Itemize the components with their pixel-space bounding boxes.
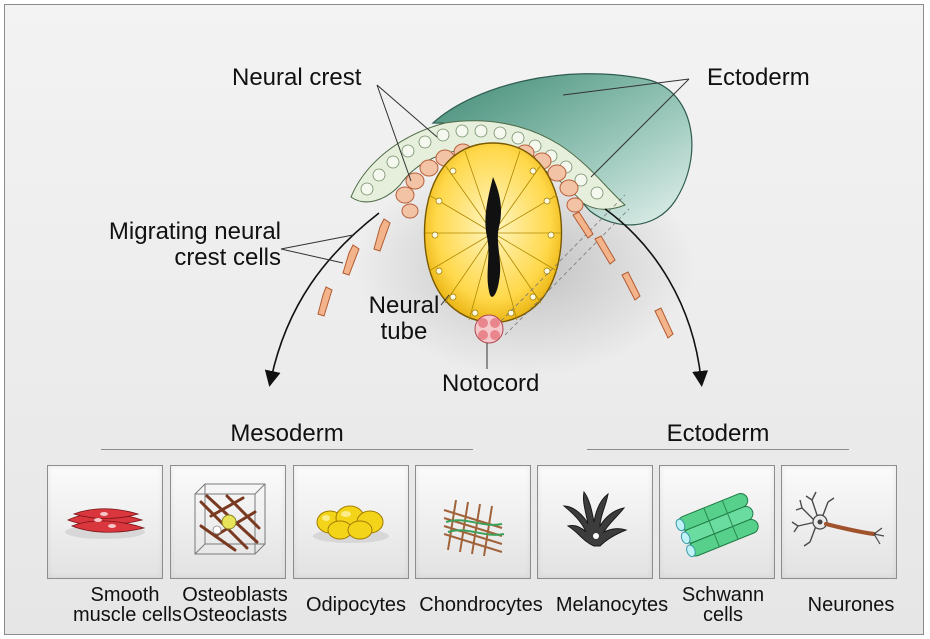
notocord — [475, 315, 503, 343]
caption-chondrocytes: Chondrocytes — [413, 595, 549, 616]
caption-osteoclasts: Osteoclasts — [177, 605, 293, 626]
label-migrating-line2: crest cells — [75, 245, 281, 271]
schwann-cell-icon — [660, 466, 774, 578]
caption-schwann-line1: Schwann — [673, 585, 773, 606]
label-migrating-line1: Migrating neural — [75, 219, 281, 245]
caption-neurones: Neurones — [801, 595, 901, 616]
label-ectoderm-top: Ectoderm — [707, 65, 810, 91]
tile-smooth-muscle — [47, 465, 163, 579]
caption-melanocytes: Melanocytes — [551, 595, 673, 616]
osteoblast-icon — [171, 466, 285, 578]
melanocyte-icon — [538, 466, 652, 578]
tile-neurones — [781, 465, 897, 579]
adipocyte-icon — [294, 466, 408, 578]
group-heading-mesoderm: Mesoderm — [101, 421, 473, 447]
chondrocyte-icon — [416, 466, 530, 578]
tile-adipocytes — [293, 465, 409, 579]
neurone-icon — [782, 466, 896, 578]
tile-melanocytes — [537, 465, 653, 579]
tile-chondrocytes — [415, 465, 531, 579]
caption-smooth-muscle-line2: muscle cells — [73, 605, 177, 626]
caption-osteoblasts: Osteoblasts — [177, 585, 293, 606]
caption-schwann-line2: cells — [673, 605, 773, 626]
label-neural-tube-line2: tube — [359, 319, 449, 345]
tile-schwann — [659, 465, 775, 579]
smooth-muscle-icon — [48, 466, 162, 578]
group-heading-ectoderm: Ectoderm — [587, 421, 849, 447]
label-neural-tube-line1: Neural — [359, 293, 449, 319]
tile-osteoblasts — [170, 465, 286, 579]
caption-adipocytes: Odipocytes — [301, 595, 411, 616]
caption-smooth-muscle-line1: Smooth — [73, 585, 177, 606]
label-notocord: Notocord — [442, 371, 539, 397]
figure-frame: Neural crest Ectoderm Migrating neural c… — [4, 4, 924, 635]
mesoderm-rule — [101, 449, 473, 450]
label-neural-crest: Neural crest — [232, 65, 361, 91]
ectoderm-rule — [587, 449, 849, 450]
